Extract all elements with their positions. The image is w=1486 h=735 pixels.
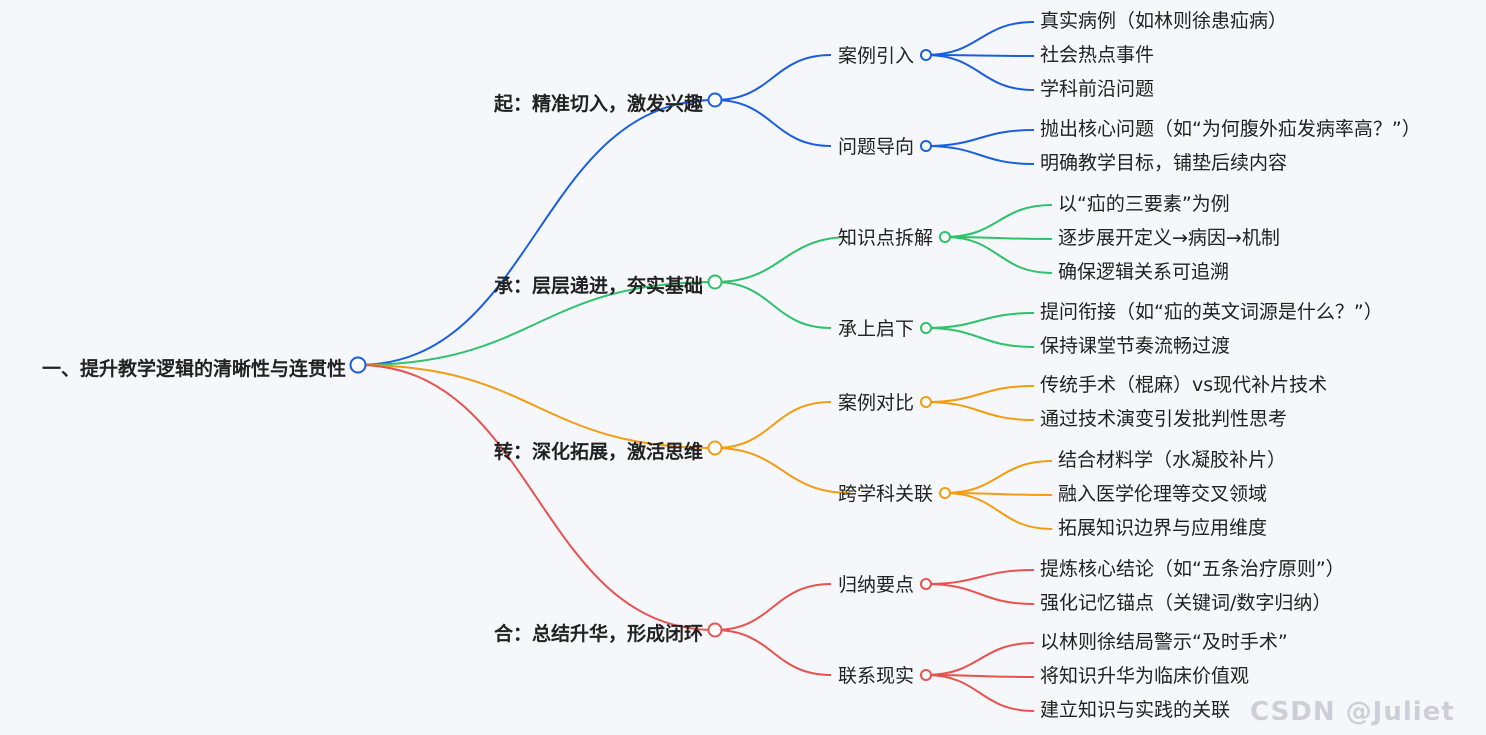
connector-sub-0-1-leaf-1 (925, 145, 1035, 165)
leaf-node: 传统手术（棍麻）vs现代补片技术 (1040, 373, 1328, 396)
connector-sub-2-0-leaf-0 (925, 385, 1035, 403)
branch-node-label: 转：深化拓展，激活思维 (494, 440, 704, 463)
connector-sub-2-1-leaf-1 (944, 492, 1053, 496)
connector-sub-2-1-leaf-2 (944, 492, 1053, 530)
connector-sub-0-0-leaf-0 (925, 21, 1035, 56)
watermark: CSDN @Juliet (1250, 697, 1455, 727)
connector-root-branch-0 (357, 99, 716, 366)
subtopic-node-toggle[interactable] (920, 396, 932, 408)
connector-sub-2-0-leaf-1 (925, 401, 1035, 421)
leaf-node: 强化记忆锚点（关键词/数字归纳） (1040, 591, 1332, 614)
leaf-node: 结合材料学（水凝胶补片） (1058, 448, 1287, 471)
branch-node-label: 承：层层递进，夯实基础 (494, 274, 704, 297)
root-node-toggle[interactable] (349, 356, 367, 374)
connector-branch-1-sub-0 (714, 236, 851, 283)
leaf-node: 通过技术演变引发批判性思考 (1040, 407, 1288, 430)
branch-node-toggle[interactable] (707, 622, 723, 638)
subtopic-node-toggle[interactable] (920, 140, 932, 152)
leaf-node: 真实病例（如林则徐患疝病） (1040, 9, 1288, 32)
branch-node-label: 合：总结升华，形成闭环 (494, 622, 704, 645)
subtopic-node-toggle[interactable] (920, 49, 932, 61)
connector-branch-3-sub-0 (714, 583, 832, 631)
subtopic-node-toggle[interactable] (939, 487, 951, 499)
branch-node-toggle[interactable] (707, 92, 723, 108)
leaf-node: 学科前沿问题 (1040, 77, 1155, 100)
leaf-node: 将知识升华为临床价值观 (1040, 664, 1250, 687)
subtopic-node-toggle[interactable] (920, 322, 932, 334)
connector-sub-3-0-leaf-1 (925, 583, 1035, 605)
subtopic-node-label: 知识点拆解 (838, 226, 934, 249)
connector-sub-3-0-leaf-0 (925, 569, 1035, 585)
root-node-label: 一、提升教学逻辑的清晰性与连贯性 (42, 357, 347, 380)
connector-sub-2-1-leaf-0 (944, 460, 1053, 494)
subtopic-node-label: 跨学科关联 (838, 482, 934, 505)
connector-branch-3-sub-1 (714, 629, 832, 676)
leaf-node: 以林则徐结局警示“及时手术” (1040, 630, 1288, 653)
connector-sub-3-1-leaf-0 (925, 642, 1035, 676)
subtopic-node-label: 案例引入 (838, 44, 915, 67)
leaf-node: 逐步展开定义→病因→机制 (1058, 226, 1280, 249)
leaf-node: 提问衔接（如“疝的英文词源是什么？”） (1040, 300, 1383, 323)
branch-node-toggle[interactable] (707, 440, 723, 456)
subtopic-node-toggle[interactable] (939, 231, 951, 243)
connector-branch-0-sub-1 (714, 99, 832, 147)
subtopic-node-toggle[interactable] (920, 669, 932, 681)
leaf-node: 建立知识与实践的关联 (1040, 698, 1231, 721)
leaf-node: 明确教学目标，铺垫后续内容 (1040, 151, 1288, 174)
leaf-node: 融入医学伦理等交叉领域 (1058, 482, 1268, 505)
connector-sub-1-0-leaf-2 (944, 236, 1053, 274)
connector-branch-1-sub-1 (714, 281, 832, 329)
connector-sub-0-0-leaf-1 (925, 54, 1035, 57)
subtopic-node-toggle[interactable] (920, 578, 932, 590)
connector-sub-1-0-leaf-0 (944, 204, 1053, 238)
leaf-node: 拓展知识边界与应用维度 (1058, 516, 1268, 539)
subtopic-node-label: 联系现实 (838, 664, 915, 687)
subtopic-node-label: 案例对比 (838, 391, 915, 414)
leaf-node: 抛出核心问题（如“为何腹外疝发病率高？”） (1040, 117, 1421, 140)
connector-sub-3-1-leaf-1 (925, 674, 1035, 678)
connector-branch-2-sub-0 (714, 401, 832, 449)
connector-sub-3-1-leaf-2 (925, 674, 1035, 712)
leaf-node: 保持课堂节奏流畅过渡 (1040, 334, 1231, 357)
subtopic-node-label: 归纳要点 (838, 573, 915, 596)
leaf-node: 社会热点事件 (1040, 43, 1155, 66)
leaf-node: 以“疝的三要素”为例 (1058, 192, 1230, 215)
subtopic-node-label: 承上启下 (838, 317, 915, 340)
connector-root-branch-3 (357, 364, 716, 631)
branch-node-label: 起：精准切入，激发兴趣 (494, 92, 704, 115)
connector-root-branch-1 (357, 281, 716, 366)
branch-node-toggle[interactable] (707, 274, 723, 290)
connector-sub-1-1-leaf-0 (925, 312, 1035, 329)
connector-sub-0-0-leaf-2 (925, 54, 1035, 91)
leaf-node: 确保逻辑关系可追溯 (1058, 260, 1230, 283)
subtopic-node-label: 问题导向 (838, 135, 915, 158)
connector-branch-2-sub-1 (714, 447, 851, 494)
connector-sub-0-1-leaf-0 (925, 129, 1035, 147)
connector-sub-1-0-leaf-1 (944, 236, 1053, 240)
connector-root-branch-2 (357, 364, 716, 449)
connector-sub-1-1-leaf-1 (925, 327, 1035, 348)
connector-branch-0-sub-0 (714, 54, 832, 101)
leaf-node: 提炼核心结论（如“五条治疗原则”） (1040, 557, 1345, 580)
